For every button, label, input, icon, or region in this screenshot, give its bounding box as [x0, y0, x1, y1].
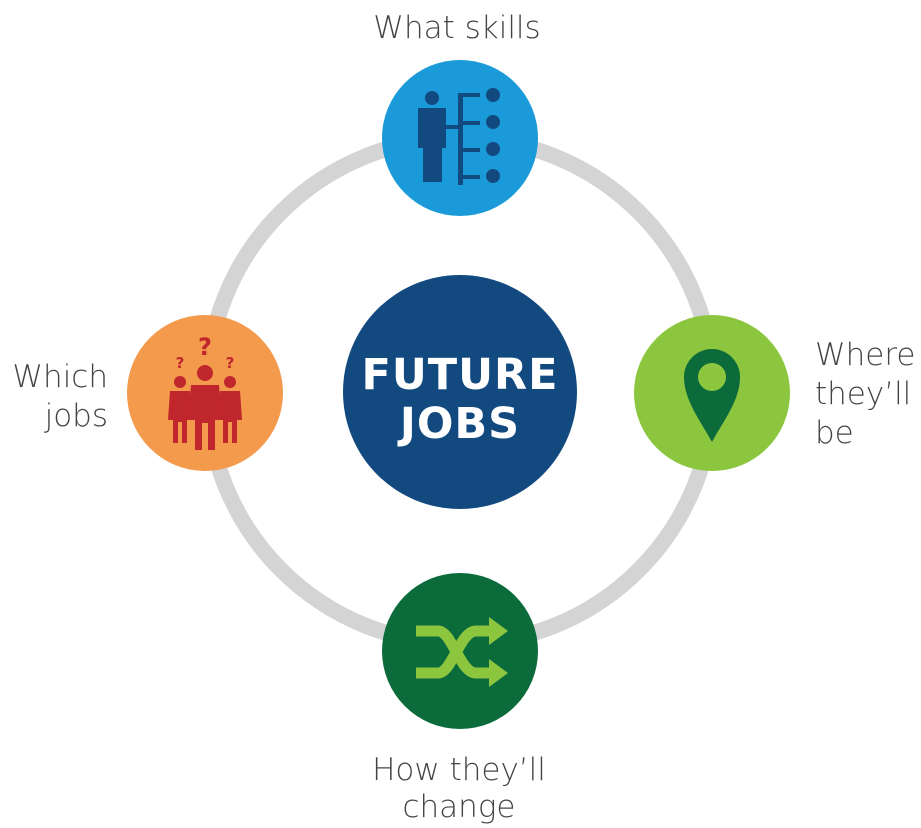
center-title-line2: JOBS: [397, 399, 520, 449]
label-what-skills: What skills: [373, 10, 540, 46]
question-mark-icon: ?: [198, 333, 212, 361]
node-where-theyll-be: Where they’ll be: [634, 315, 916, 471]
center-circle: FUTURE JOBS: [343, 275, 577, 509]
label-how-line1: How they’ll: [372, 752, 546, 788]
node-how-theyll-change: How they’ll change: [372, 573, 546, 825]
label-where-line2: they’ll: [815, 376, 911, 412]
map-pin-icon: [684, 349, 740, 442]
node-which-jobs: ? ? ? Which jobs: [12, 315, 283, 471]
people-question-icon: ? ? ?: [168, 333, 242, 450]
label-which-line1: Which: [12, 359, 108, 395]
label-how-line2: change: [402, 789, 515, 825]
label-where-line3: be: [815, 415, 854, 451]
shuffle-arrows-icon: [416, 617, 508, 687]
org-chart-person-icon: [418, 88, 500, 185]
node-what-skills: What skills: [373, 10, 541, 216]
question-mark-icon: ?: [176, 354, 185, 372]
label-which-line2: jobs: [44, 398, 108, 434]
question-mark-icon: ?: [226, 354, 235, 372]
center-title-line1: FUTURE: [361, 350, 558, 400]
label-where-line1: Where: [815, 337, 916, 373]
